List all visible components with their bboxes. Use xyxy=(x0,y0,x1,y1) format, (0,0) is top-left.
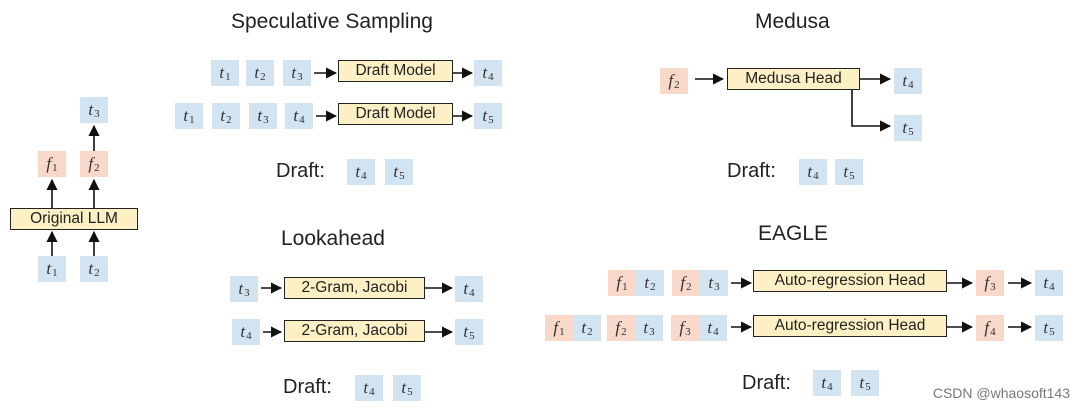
title-speculative-sampling: Speculative Sampling xyxy=(231,10,433,33)
original-llm-box: Original LLM xyxy=(10,208,138,230)
autoreg-head-box-1: Auto-regression Head xyxy=(753,270,947,292)
medusa-draft-label: Draft: xyxy=(727,160,776,182)
autoreg-head-box-2: Auto-regression Head xyxy=(753,315,947,337)
medusa-head-box: Medusa Head xyxy=(727,68,860,90)
spec-draft-label: Draft: xyxy=(276,160,325,182)
title-eagle: EAGLE xyxy=(758,222,829,245)
arrow-medusa-out-t5 xyxy=(851,90,892,132)
watermark: CSDN @whaosoft143 xyxy=(932,385,1070,401)
gram-jacobi-box-1: 2-Gram, Jacobi xyxy=(284,277,425,299)
gram-jacobi-box-2: 2-Gram, Jacobi xyxy=(284,320,425,342)
draft-model-box-2: Draft Model xyxy=(338,103,453,125)
eagle-draft-label: Draft: xyxy=(742,372,791,394)
lookahead-draft-label: Draft: xyxy=(283,376,332,398)
title-lookahead: Lookahead xyxy=(281,227,385,250)
draft-model-box-1: Draft Model xyxy=(338,60,453,82)
title-medusa: Medusa xyxy=(755,10,830,33)
